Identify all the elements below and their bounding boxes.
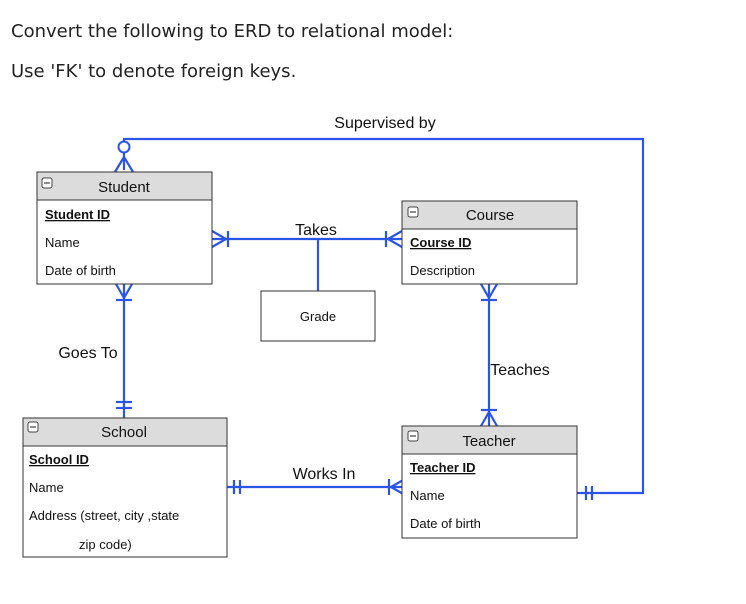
teacher-entity[interactable]: Teacher Teacher ID Name Date of birth bbox=[401, 425, 578, 539]
question-line-1: Convert the following to ERD to relation… bbox=[11, 21, 454, 42]
goes-to-line bbox=[115, 283, 133, 418]
student-attr: Name bbox=[45, 235, 80, 250]
course-title: Course bbox=[466, 207, 514, 224]
teacher-attr-pk: Teacher ID bbox=[410, 460, 476, 475]
works-in-label: Works In bbox=[293, 466, 356, 483]
collapse-icon[interactable] bbox=[27, 421, 39, 433]
grade-label: Grade bbox=[300, 309, 336, 324]
goes-to-label: Goes To bbox=[58, 345, 117, 362]
course-attr: Description bbox=[410, 263, 475, 278]
teacher-attr: Name bbox=[410, 488, 445, 503]
teaches-line bbox=[480, 283, 498, 427]
collapse-icon[interactable] bbox=[407, 430, 419, 442]
takes-line bbox=[211, 230, 403, 291]
supervised-by-line bbox=[114, 137, 645, 500]
school-entity[interactable]: School School ID Name Address (street, c… bbox=[22, 417, 228, 558]
teacher-attr: Date of birth bbox=[410, 516, 481, 531]
teaches-label: Teaches bbox=[490, 362, 550, 379]
student-attr-pk: Student ID bbox=[45, 207, 110, 222]
teacher-title: Teacher bbox=[462, 433, 515, 450]
course-entity[interactable]: Course Course ID Description bbox=[401, 200, 578, 285]
supervised-by-label: Supervised by bbox=[334, 115, 435, 132]
school-attr-pk: School ID bbox=[29, 452, 89, 467]
collapse-icon[interactable] bbox=[407, 206, 419, 218]
question-line-2: Use 'FK' to denote foreign keys. bbox=[11, 61, 297, 82]
school-attr: Name bbox=[29, 480, 64, 495]
course-attr-pk: Course ID bbox=[410, 235, 471, 250]
school-title: School bbox=[101, 424, 147, 441]
student-title: Student bbox=[98, 179, 151, 196]
takes-label: Takes bbox=[295, 222, 337, 239]
school-attr: Address (street, city ,state bbox=[29, 508, 179, 523]
collapse-icon[interactable] bbox=[41, 177, 53, 189]
grade-box: Grade bbox=[260, 290, 376, 342]
student-entity[interactable]: Student Student ID Name Date of birth bbox=[36, 171, 213, 285]
student-attr: Date of birth bbox=[45, 263, 116, 278]
school-attr: zip code) bbox=[79, 537, 132, 552]
